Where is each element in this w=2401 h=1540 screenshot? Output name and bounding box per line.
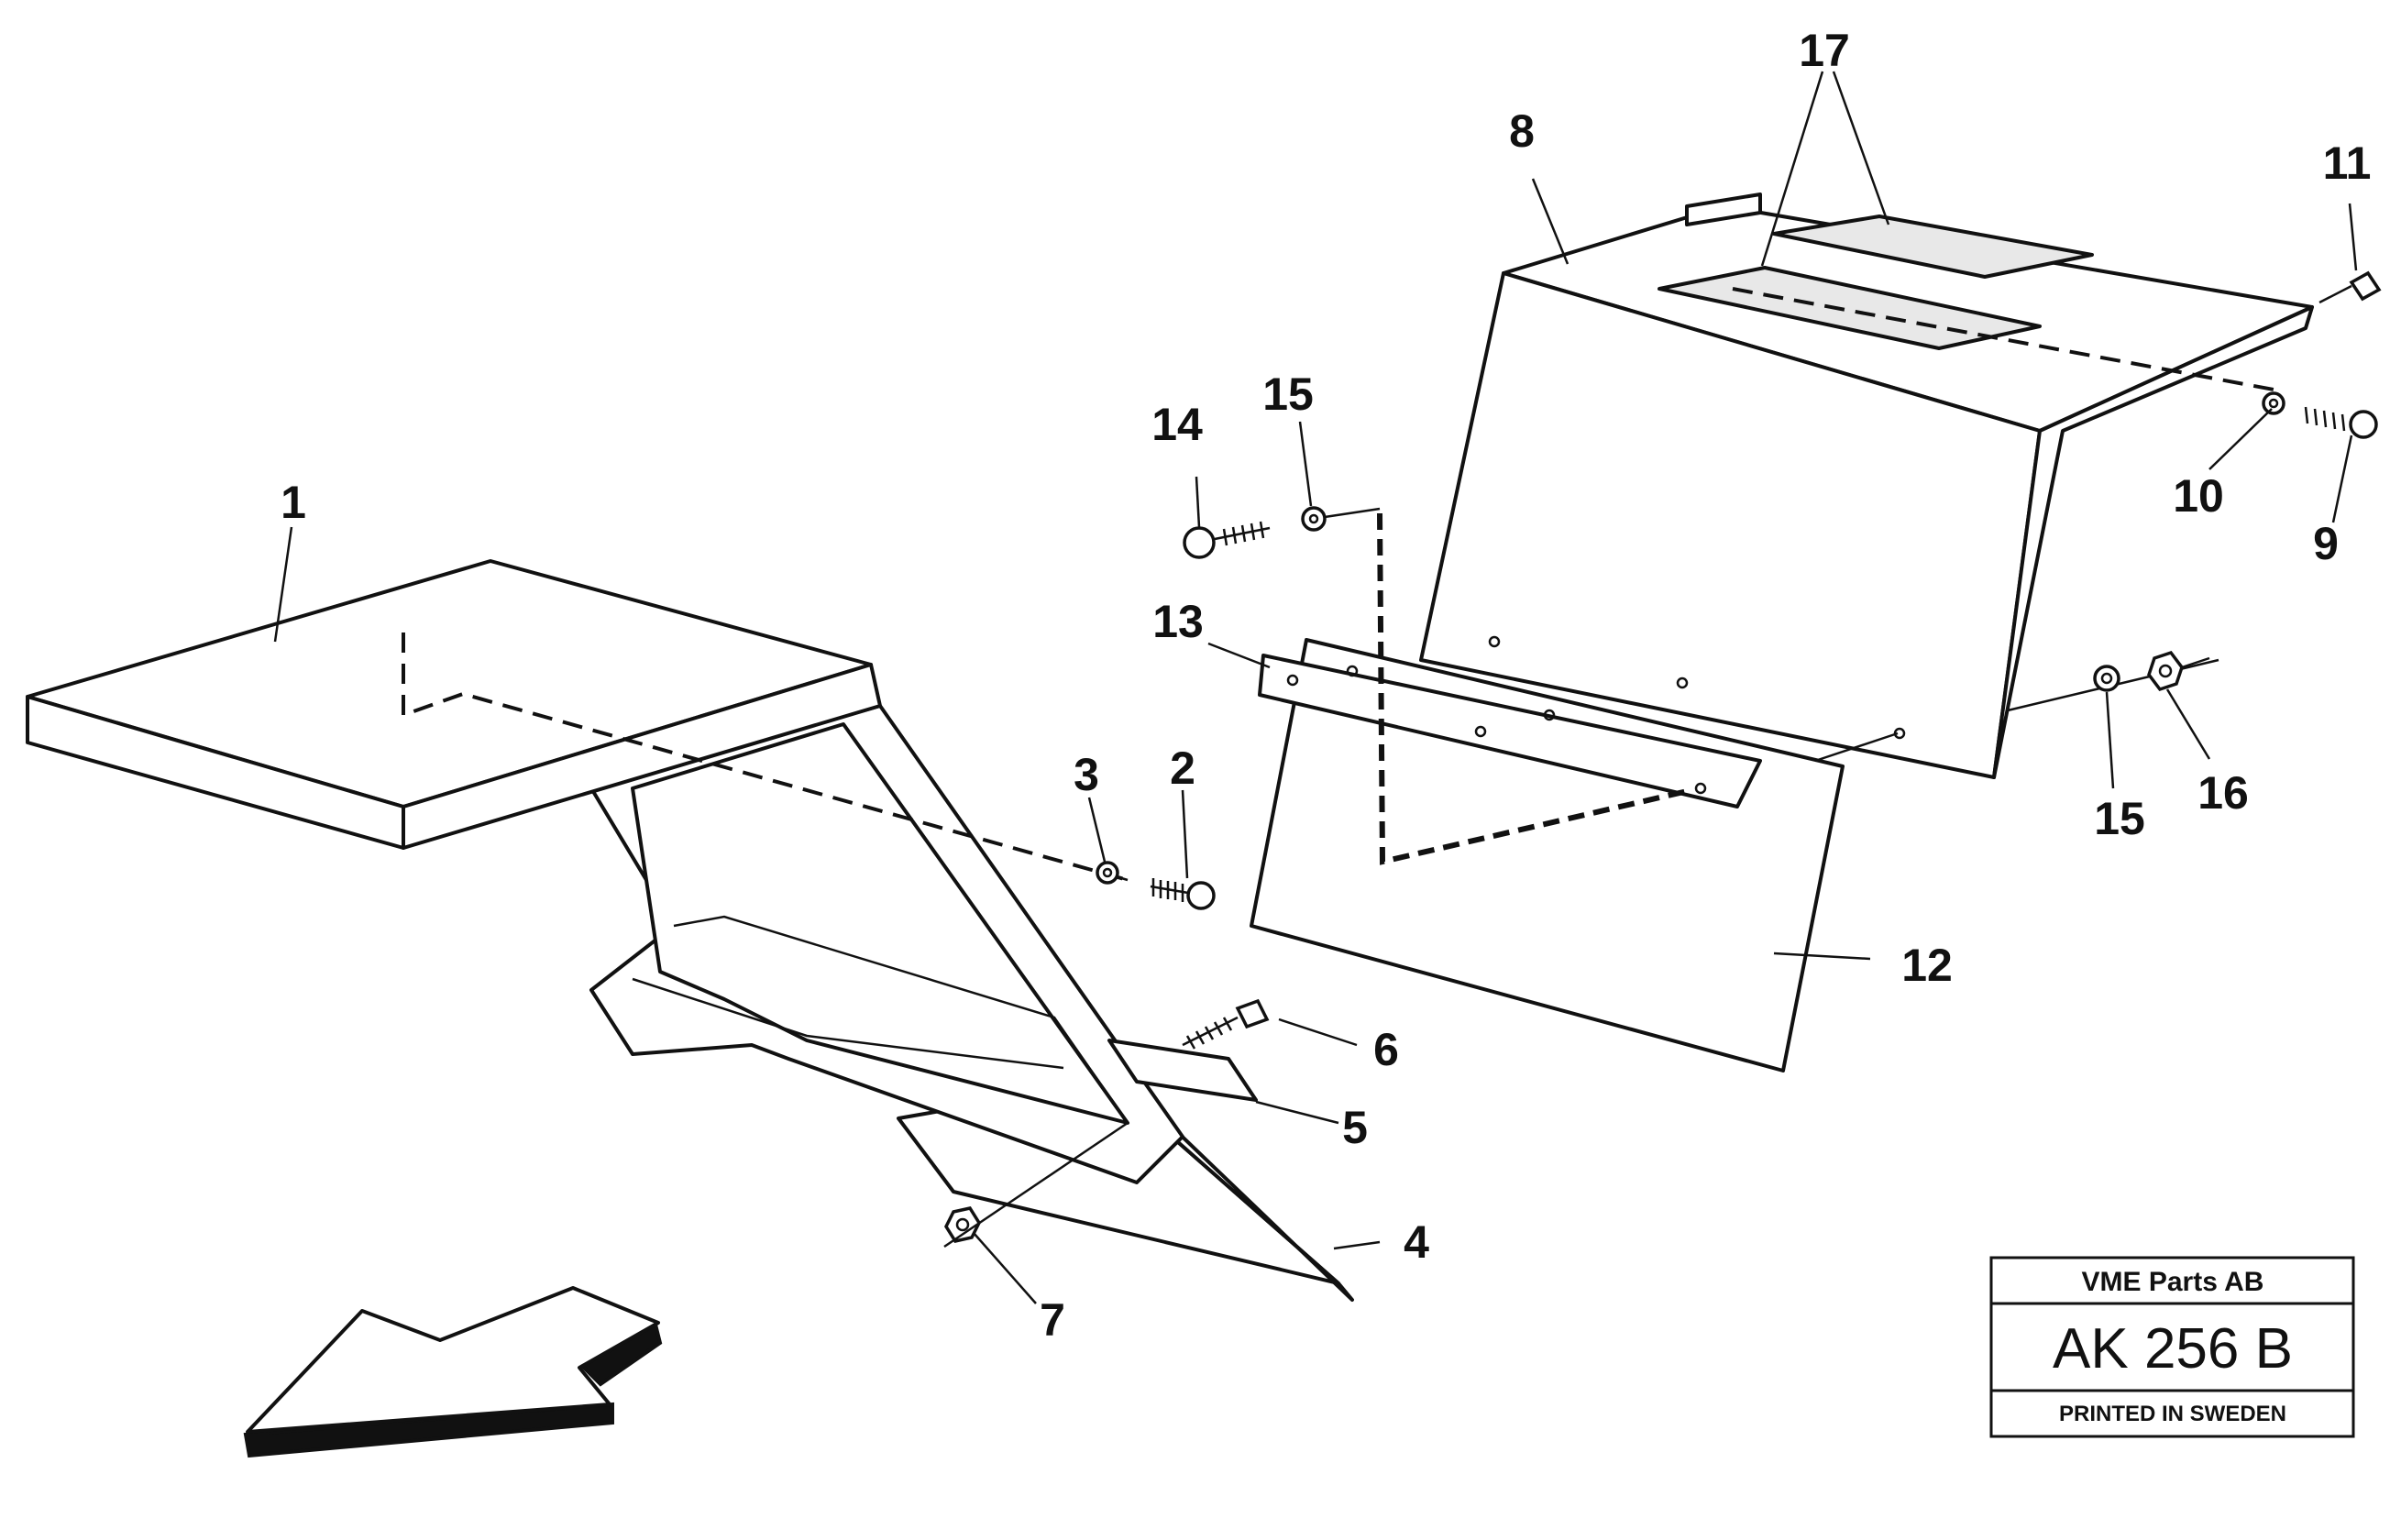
washer-10 bbox=[2262, 391, 2285, 415]
stamp-footer: PRINTED IN SWEDEN bbox=[2059, 1402, 2286, 1426]
bolt-9 bbox=[2349, 410, 2378, 439]
right-hardware bbox=[1183, 270, 2382, 692]
washer-15b bbox=[2093, 665, 2120, 692]
cover-side bbox=[1992, 305, 2314, 779]
callout-16: 16 bbox=[2197, 767, 2249, 819]
callout-10: 10 bbox=[2173, 470, 2224, 522]
callout-4: 4 bbox=[1404, 1216, 1429, 1268]
left-bracket-assembly bbox=[26, 559, 1354, 1302]
gusset-fold bbox=[673, 915, 1129, 1124]
callout-3: 3 bbox=[1074, 749, 1099, 800]
stamp-company: VME Parts AB bbox=[2082, 1267, 2264, 1297]
callout-13: 13 bbox=[1152, 596, 1204, 647]
right-cover-assembly bbox=[1250, 192, 2314, 1072]
callout-12: 12 bbox=[1901, 940, 1953, 991]
callout-15b: 15 bbox=[2094, 793, 2145, 844]
washer-3 bbox=[1096, 861, 1119, 885]
gusset-inner bbox=[631, 722, 1129, 1125]
holes bbox=[1286, 635, 1906, 795]
leader-lines bbox=[273, 71, 2358, 1304]
decal-front bbox=[1658, 266, 2042, 350]
callout-15a: 15 bbox=[1262, 368, 1314, 420]
callout-14: 14 bbox=[1151, 399, 1203, 450]
callout-17: 17 bbox=[1799, 25, 1850, 76]
strip-13 bbox=[1258, 654, 1762, 808]
callout-6: 6 bbox=[1373, 1024, 1399, 1075]
callout-8: 8 bbox=[1509, 105, 1535, 157]
callout-5: 5 bbox=[1342, 1102, 1368, 1153]
hidden-line-right bbox=[1377, 512, 1692, 865]
left-hardware bbox=[943, 861, 1270, 1248]
top-plate-side bbox=[402, 663, 882, 850]
washer-15a bbox=[1301, 506, 1327, 532]
screw-6 bbox=[1235, 998, 1270, 1029]
decal-rear bbox=[1772, 214, 2094, 279]
direction-arrow-icon bbox=[243, 1286, 663, 1458]
stamp-code: AK 256 B bbox=[2053, 1317, 2293, 1380]
callouts: 1 2 3 4 5 6 7 8 9 10 11 12 13 14 15 15 1… bbox=[281, 25, 2371, 1346]
callout-7: 7 bbox=[1040, 1294, 1065, 1346]
nut-16 bbox=[2147, 650, 2184, 692]
callout-11: 11 bbox=[2323, 138, 2372, 189]
hidden-line-left bbox=[402, 632, 1129, 882]
callout-2: 2 bbox=[1170, 742, 1195, 794]
bolt-14 bbox=[1183, 526, 1216, 559]
gusset-lower-fold bbox=[632, 977, 1064, 1070]
bolt-11 bbox=[2349, 270, 2382, 302]
callout-9: 9 bbox=[2313, 518, 2339, 569]
nut-7 bbox=[943, 1206, 982, 1243]
parts-stamp: VME Parts AB AK 256 B PRINTED IN SWEDEN bbox=[1989, 1256, 2355, 1438]
callout-1: 1 bbox=[281, 477, 306, 528]
cover-tab bbox=[1685, 192, 1762, 226]
strip-plate bbox=[1107, 1039, 1258, 1102]
bolt-2 bbox=[1186, 881, 1216, 910]
